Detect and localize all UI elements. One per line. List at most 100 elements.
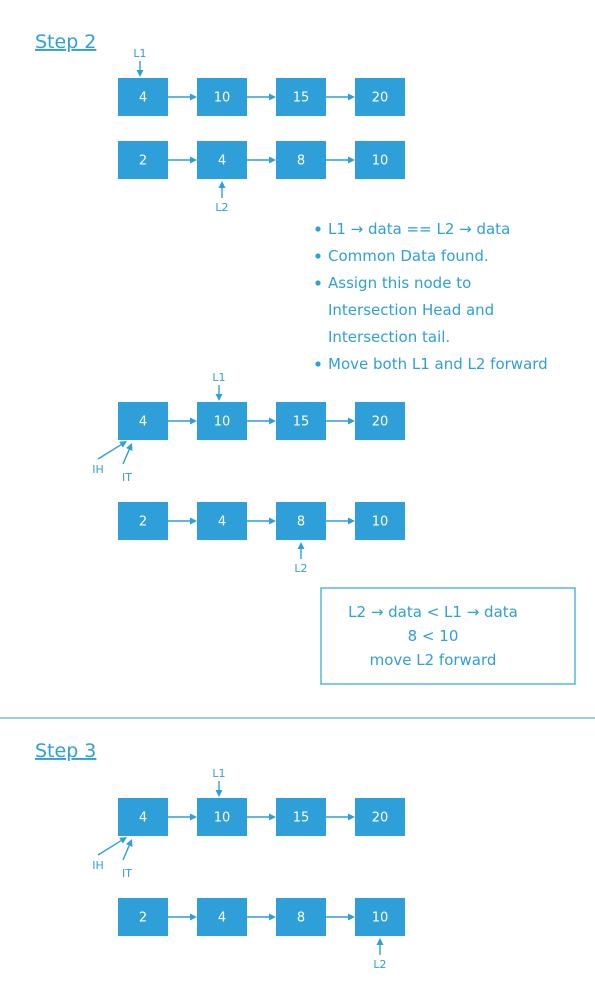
step2-stage2-list1-next-arrow xyxy=(247,417,276,425)
ih-pointer-label: IH xyxy=(92,463,104,476)
step2-stage2-list1-node-box xyxy=(118,402,168,440)
step3-l1-pointer-label: L1 xyxy=(212,767,225,780)
bullet-line: Intersection tail. xyxy=(328,328,450,346)
bullet-dot xyxy=(315,253,321,259)
step2-stage1-list1-next-arrow xyxy=(247,93,276,101)
step3-list1-next-arrow xyxy=(168,813,197,821)
step2-stage1-list1-node: 15 xyxy=(276,78,326,116)
step2-stage2-list2-next-arrow xyxy=(168,517,197,525)
step3-l2-pointer-label: L2 xyxy=(373,958,386,971)
step2-stage1-list1-node: 20 xyxy=(355,78,405,116)
step2-stage1-list1-node-value: 4 xyxy=(139,91,147,106)
step-2-stage-2-list-1: 4 10 15 20 xyxy=(118,402,405,440)
step2-stage2-list2-node-box xyxy=(197,502,247,540)
step3-list2-node-box xyxy=(197,898,247,936)
step3-list1-node-value: 15 xyxy=(293,811,310,826)
comparison-line-3: move L2 forward xyxy=(370,651,497,669)
step2-stage1-list1-node-box xyxy=(355,78,405,116)
comparison-box xyxy=(320,587,576,685)
step3-list2-next-arrow xyxy=(247,913,276,921)
step3-list2-node-value: 2 xyxy=(139,911,147,926)
step2-stage1-list2-node-value: 10 xyxy=(372,154,389,169)
step2-stage1-l1-pointer-arrow xyxy=(136,61,144,77)
step3-list1-node-value: 4 xyxy=(139,811,147,826)
ih-pointer-arrow xyxy=(97,837,127,856)
bullet-dot xyxy=(315,361,321,367)
step3-l2-pointer-arrow xyxy=(376,938,384,955)
step2-stage1-list2-node: 10 xyxy=(355,141,405,179)
step2-stage2-list1-node-value: 4 xyxy=(139,415,147,430)
it-pointer-label: IT xyxy=(122,471,132,484)
step-3-list-2: 2 4 8 10 xyxy=(118,898,405,936)
step2-stage1-list2-node-value: 2 xyxy=(139,154,147,169)
step3-list1-node: 10 xyxy=(197,798,247,836)
step2-stage2-list2-node-box xyxy=(276,502,326,540)
step2-stage2-list1-node: 20 xyxy=(355,402,405,440)
bullet-line: Common Data found. xyxy=(328,247,489,265)
step3-list1-node-box xyxy=(276,798,326,836)
bullet-line: Intersection Head and xyxy=(328,301,494,319)
step-3-title: Step 3 xyxy=(35,740,96,762)
step3-list2-node: 8 xyxy=(276,898,326,936)
step2-stage2-list2-node-value: 8 xyxy=(297,515,305,530)
step3-list2-next-arrow xyxy=(168,913,197,921)
step3-list1-node: 20 xyxy=(355,798,405,836)
step2-stage2-list2-node: 10 xyxy=(355,502,405,540)
step2-stage2-list2-node-box xyxy=(355,502,405,540)
step3-list2-node-box xyxy=(118,898,168,936)
step2-stage1-l2-pointer-label: L2 xyxy=(215,201,228,214)
step2-stage1-list2-next-arrow xyxy=(168,156,197,164)
step2-stage1-list1-node: 4 xyxy=(118,78,168,116)
step3-list1-node: 4 xyxy=(118,798,168,836)
step2-stage1-list1-node-box xyxy=(197,78,247,116)
comparison-line-2: 8 < 10 xyxy=(408,627,459,645)
step2-stage2-list2-node: 4 xyxy=(197,502,247,540)
step3-list2-node-box xyxy=(276,898,326,936)
ih-pointer-arrow xyxy=(97,441,127,460)
step2-stage1-list2-node-box xyxy=(197,141,247,179)
bullet-dot xyxy=(315,280,321,286)
step3-list1-node-box xyxy=(197,798,247,836)
bullet-line: L1 → data == L2 → data xyxy=(328,220,510,238)
step2-stage1-list2-node-value: 4 xyxy=(218,154,226,169)
step3-list2-node: 2 xyxy=(118,898,168,936)
step2-stage2-list1-node-box xyxy=(276,402,326,440)
comparison-line-1: L2 → data < L1 → data xyxy=(348,603,518,621)
step2-stage2-list1-node-value: 10 xyxy=(214,415,231,430)
step2-stage1-list2-node: 2 xyxy=(118,141,168,179)
step2-stage2-l2-pointer-label: L2 xyxy=(294,562,307,575)
step2-stage1-list2-next-arrow xyxy=(326,156,355,164)
step2-stage2-list1-node-value: 15 xyxy=(293,415,310,430)
step3-list2-next-arrow xyxy=(326,913,355,921)
step2-stage1-list1-node-value: 15 xyxy=(293,91,310,106)
step2-stage1-list2-node: 8 xyxy=(276,141,326,179)
step3-list2-node-box xyxy=(355,898,405,936)
step2-stage1-list1-node-box xyxy=(118,78,168,116)
step3-list2-node-value: 10 xyxy=(372,911,389,926)
step2-stage2-l1-pointer-label: L1 xyxy=(212,371,225,384)
step2-stage2-list2-next-arrow xyxy=(326,517,355,525)
step-2-title: Step 2 xyxy=(35,31,96,53)
step-2-stage-1-list-2: 2 4 8 10 xyxy=(118,141,405,179)
step3-list2-node-value: 8 xyxy=(297,911,305,926)
step3-list1-node-box xyxy=(355,798,405,836)
step3-list1-node-box xyxy=(118,798,168,836)
step2-stage2-list1-next-arrow xyxy=(168,417,197,425)
step2-stage1-l1-pointer-label: L1 xyxy=(133,47,146,60)
step2-stage1-list2-node-box xyxy=(276,141,326,179)
step3-l1-pointer-arrow xyxy=(215,781,223,797)
step2-stage2-list2-node: 2 xyxy=(118,502,168,540)
step2-stage1-list2-node: 4 xyxy=(197,141,247,179)
step2-stage2-list1-node: 10 xyxy=(197,402,247,440)
step2-stage1-list2-node-value: 8 xyxy=(297,154,305,169)
step2-stage1-list1-node: 10 xyxy=(197,78,247,116)
step2-stage2-list2-node-value: 2 xyxy=(139,515,147,530)
step3-list2-node: 4 xyxy=(197,898,247,936)
step2-stage1-list2-next-arrow xyxy=(247,156,276,164)
bullet-line: Move both L1 and L2 forward xyxy=(328,355,548,373)
